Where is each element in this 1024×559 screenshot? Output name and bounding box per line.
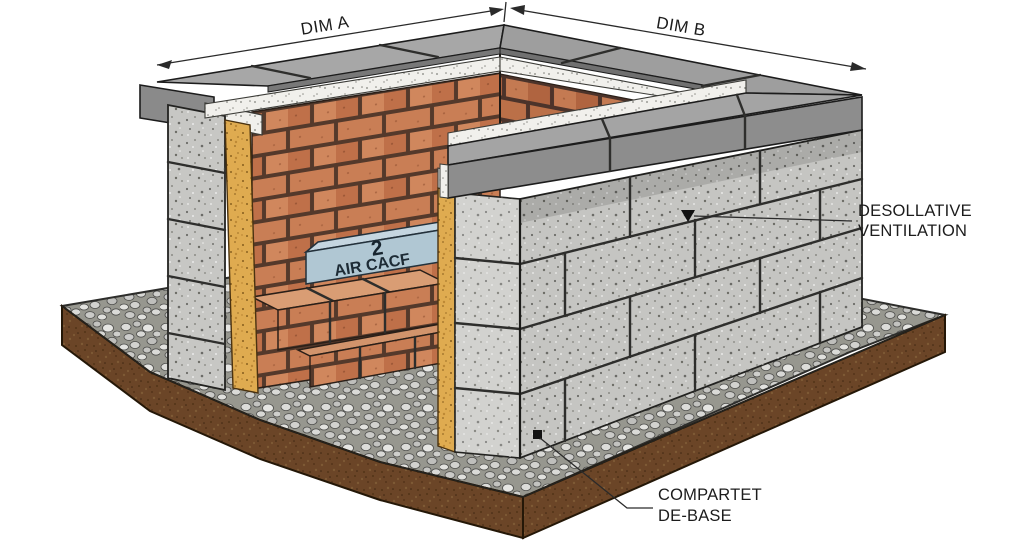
callout-ventilation: DESOLLATIVE VENTILATION [693, 202, 972, 240]
dim-a-arrow-right [489, 7, 504, 16]
dim-apex-tick [503, 1, 507, 23]
cmu-outer-face [518, 128, 864, 460]
cap-stones [156, 24, 863, 199]
callout-base: COMPARTET DE-BASE [533, 430, 762, 525]
dim-b-label: DIM B [655, 13, 707, 40]
dim-b-line [513, 8, 867, 70]
dim-b-arrow-left [510, 5, 525, 15]
insulation-strip-right [437, 187, 456, 453]
ventilation-label-line2: VENTILATION [858, 222, 967, 240]
cmu-cut-face [453, 192, 522, 459]
dim-a-arrow-left [157, 60, 172, 69]
cmu-stack [166, 103, 227, 392]
cap-cut-end [439, 163, 449, 199]
base-marker [533, 430, 542, 439]
dim-b-arrow-right [850, 62, 866, 71]
lintel-number: 2 [369, 236, 384, 261]
base-label-line1: COMPARTET [658, 486, 762, 504]
base-leader [539, 437, 653, 509]
ventilation-label-line1: DESOLLATIVE [858, 202, 972, 220]
base-label-line2: DE-BASE [658, 507, 732, 525]
front-right-wall [453, 128, 864, 460]
vent-hole [681, 210, 695, 222]
insulation-strip-left [224, 119, 259, 394]
dim-a-line [156, 9, 498, 66]
front-cut-section [437, 167, 456, 453]
ventilation-leader [693, 215, 853, 222]
cap-top-front-right [447, 92, 863, 166]
